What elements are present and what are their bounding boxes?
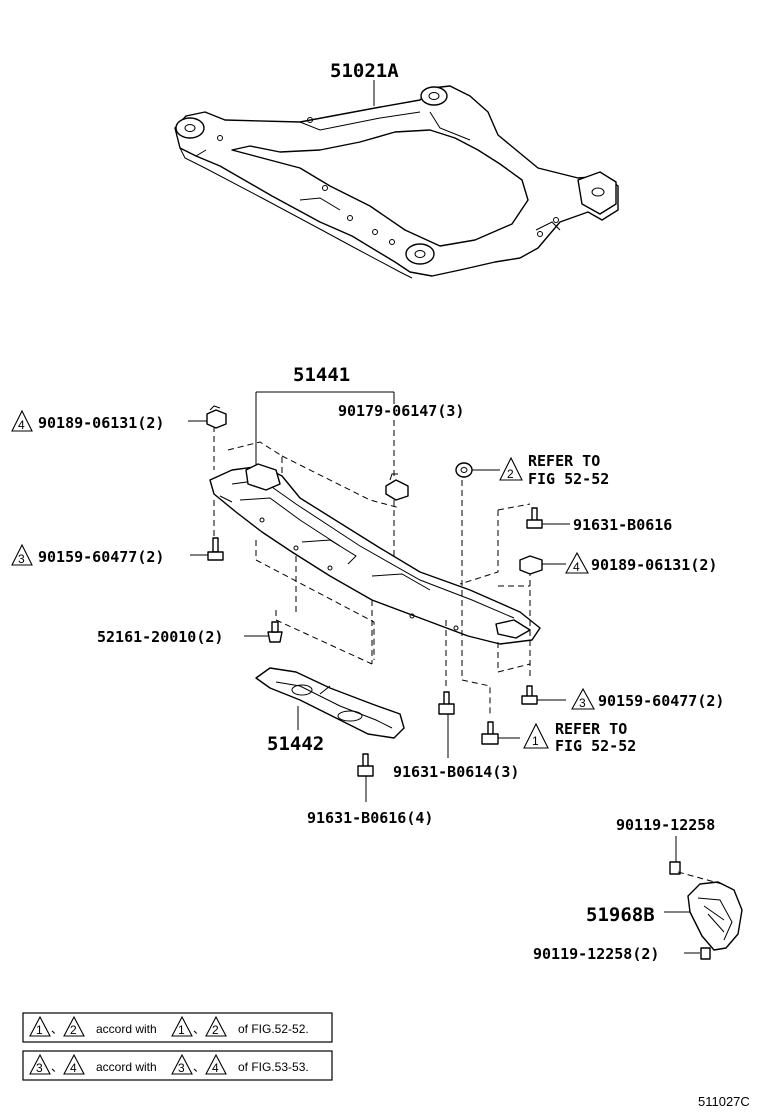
svg-text:4: 4	[70, 1061, 77, 1075]
bolt-90159-right	[521, 685, 538, 705]
bracket-51968b	[669, 861, 743, 960]
clip-90189-right	[519, 555, 543, 575]
svg-text:、: 、	[51, 1060, 63, 1074]
bolt-b0616-right	[526, 507, 543, 529]
cover-plate-51442	[255, 667, 405, 739]
bolt-90159-left	[207, 537, 224, 561]
label-51968b: 51968B	[586, 904, 655, 926]
svg-text:3: 3	[178, 1061, 185, 1075]
svg-text:accord with: accord with	[96, 1022, 157, 1036]
bolt-b0616-bottom	[357, 753, 374, 777]
marker-3-left: 3	[11, 543, 33, 566]
label-refer1-line2: FIG 52-52	[555, 737, 636, 755]
svg-text:4: 4	[212, 1061, 219, 1075]
clip-ref-1	[481, 721, 499, 745]
nut-90179	[385, 473, 409, 501]
label-90119-bottom: 90119-12258(2)	[533, 945, 659, 963]
svg-text:of FIG.52-52.: of FIG.52-52.	[238, 1022, 309, 1036]
legend-row-2: 3 、 4 accord with 3 、 4 of FIG.53-53.	[22, 1050, 333, 1081]
svg-text:2: 2	[70, 1023, 77, 1037]
svg-text:4: 4	[573, 560, 580, 574]
bolt-b0614	[438, 691, 455, 715]
marker-3-right: 3	[571, 687, 595, 710]
svg-text:1: 1	[532, 734, 539, 748]
svg-text:、: 、	[193, 1022, 205, 1036]
svg-text:4: 4	[18, 418, 25, 432]
svg-text:、: 、	[193, 1060, 205, 1074]
label-refer2-line2: FIG 52-52	[528, 470, 609, 488]
label-51442: 51442	[267, 733, 324, 755]
svg-text:、: 、	[51, 1022, 63, 1036]
label-90189-left: 90189-06131(2)	[38, 414, 164, 432]
pin-52161	[267, 621, 283, 643]
label-b0616-bottom: 91631-B0616(4)	[307, 809, 433, 827]
svg-text:of FIG.53-53.: of FIG.53-53.	[238, 1060, 309, 1074]
label-90189-right: 90189-06131(2)	[591, 556, 717, 574]
assembly-lines	[213, 420, 531, 714]
label-refer1-line1: REFER TO	[555, 720, 627, 738]
marker-4-right: 4	[565, 551, 589, 574]
svg-text:1: 1	[178, 1023, 185, 1037]
svg-text:3: 3	[18, 552, 25, 566]
engine-under-cover-51441	[209, 463, 541, 645]
leader-51441	[255, 391, 395, 466]
label-52161: 52161-20010(2)	[97, 628, 223, 646]
svg-text:3: 3	[579, 696, 586, 710]
svg-text:3: 3	[36, 1061, 43, 1075]
label-refer2-line1: REFER TO	[528, 452, 600, 470]
label-b0616-right: 91631-B0616	[573, 516, 672, 534]
svg-text:accord with: accord with	[96, 1060, 157, 1074]
label-90159-right: 90159-60477(2)	[598, 692, 724, 710]
label-90119-top: 90119-12258	[616, 816, 715, 834]
marker-1-refer: 1	[523, 722, 549, 749]
marker-4-left: 4	[11, 409, 33, 432]
label-51441: 51441	[293, 364, 350, 386]
label-51021a: 51021A	[330, 60, 399, 82]
svg-text:1: 1	[36, 1023, 43, 1037]
label-b0614: 91631-B0614(3)	[393, 763, 519, 781]
fastener-leaders	[188, 420, 570, 802]
label-90159-left: 90159-60477(2)	[38, 548, 164, 566]
legend-row-1: 1 、 2 accord with 1 、 2 of FIG.52-52.	[22, 1012, 333, 1043]
marker-2-refer: 2	[499, 456, 523, 481]
svg-text:2: 2	[507, 467, 514, 481]
clip-ref-2	[455, 462, 473, 478]
label-90179: 90179-06147(3)	[338, 402, 464, 420]
figure-code: 511027C	[698, 1094, 750, 1109]
svg-text:2: 2	[212, 1023, 219, 1037]
clip-90189-left	[206, 405, 227, 429]
subframe-51021a	[174, 85, 619, 279]
